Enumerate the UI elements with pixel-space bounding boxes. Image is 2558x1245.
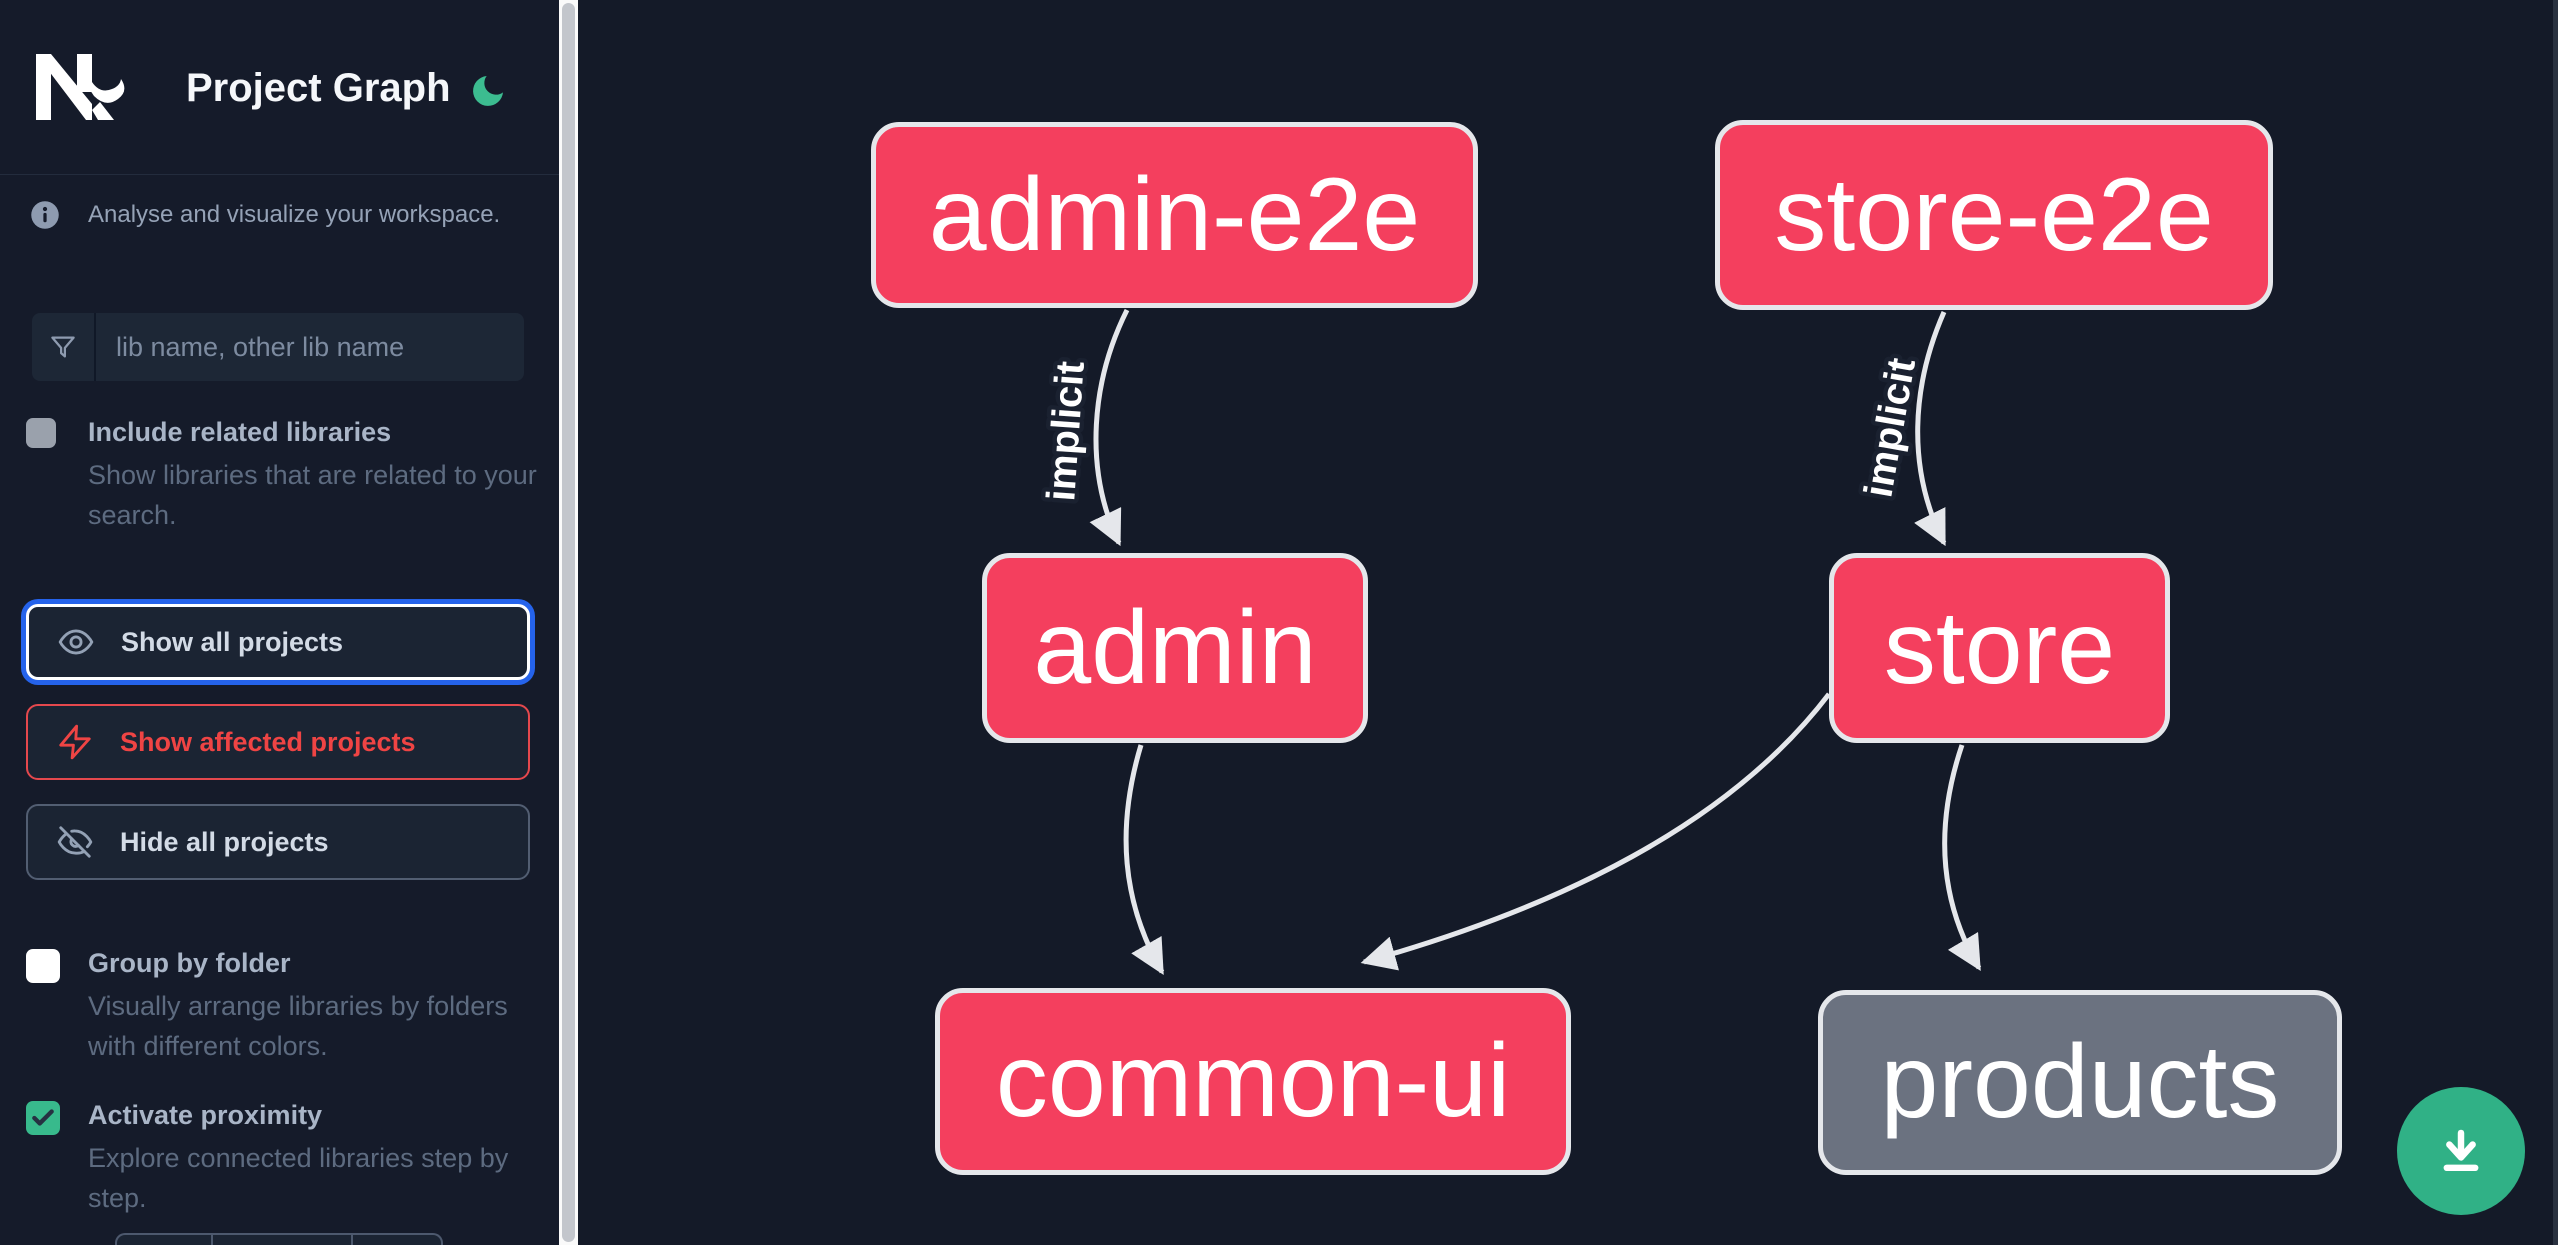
toggle-description: Show libraries that are related to your … xyxy=(88,460,537,530)
canvas-right-border xyxy=(2553,0,2558,1245)
info-icon xyxy=(31,201,59,229)
bolt-icon xyxy=(59,724,91,760)
depth-increment-segment[interactable] xyxy=(350,1235,441,1245)
toggle-label: Include related libraries xyxy=(88,417,392,447)
node-label: store xyxy=(1883,589,2116,706)
toggle-include-related: Include related libraries Show libraries… xyxy=(26,415,537,535)
proximity-depth-control[interactable] xyxy=(115,1233,443,1245)
eye-icon xyxy=(58,629,94,655)
button-label: Hide all projects xyxy=(120,826,329,857)
filter-funnel-icon xyxy=(32,313,96,381)
toggle-description: Explore connected libraries step by step… xyxy=(88,1143,509,1213)
page-title: Project Graph xyxy=(186,66,451,110)
check-icon xyxy=(32,1109,54,1126)
node-label: products xyxy=(1880,1024,2280,1140)
eye-off-icon xyxy=(57,826,93,858)
workspace-tagline: Analyse and visualize your workspace. xyxy=(30,200,500,230)
toggle-activate-proximity: Activate proximity Explore connected lib… xyxy=(26,1098,534,1218)
project-filter-field xyxy=(32,313,524,381)
sidebar-scrollbar xyxy=(559,0,578,1245)
moon-icon xyxy=(473,75,503,106)
node-label: store-e2e xyxy=(1774,156,2214,273)
checkbox-activate-proximity[interactable] xyxy=(26,1101,60,1135)
checkbox-group-by-folder[interactable] xyxy=(26,949,60,983)
tagline-text: Analyse and visualize your workspace. xyxy=(88,201,501,228)
sidebar-scrollbar-thumb[interactable] xyxy=(562,3,575,1242)
nx-logo-icon xyxy=(36,54,125,120)
download-graph-button[interactable] xyxy=(2397,1087,2525,1215)
show-affected-projects-button[interactable]: Show affected projects xyxy=(26,704,530,780)
download-icon xyxy=(2443,1129,2479,1172)
button-label: Show all projects xyxy=(121,626,344,657)
search-input[interactable] xyxy=(96,313,524,381)
node-label: admin xyxy=(1033,589,1317,706)
project-node-admin[interactable]: admin xyxy=(982,553,1368,743)
toggle-group-by-folder: Group by folder Visually arrange librari… xyxy=(26,946,534,1066)
sidebar-header: Project Graph xyxy=(0,0,560,175)
node-label: common-ui xyxy=(995,1023,1511,1139)
project-node-admin-e2e[interactable]: admin-e2e xyxy=(871,122,1478,308)
toggle-label: Activate proximity xyxy=(88,1100,323,1130)
toggle-description: Visually arrange libraries by folders wi… xyxy=(88,991,508,1061)
theme-toggle-button[interactable] xyxy=(466,70,510,114)
depth-value-segment xyxy=(211,1235,350,1245)
checkbox-include-related[interactable] xyxy=(26,418,56,448)
project-node-common-ui[interactable]: common-ui xyxy=(935,988,1571,1175)
show-all-projects-button[interactable]: Show all projects xyxy=(26,604,530,680)
project-node-products[interactable]: products xyxy=(1818,990,2342,1175)
project-node-store[interactable]: store xyxy=(1829,553,2170,743)
button-label: Show affected projects xyxy=(120,726,416,757)
toggle-label: Group by folder xyxy=(88,948,291,978)
sidebar: Project Graph Analyse and visualize your… xyxy=(0,0,560,1245)
node-label: admin-e2e xyxy=(928,156,1421,273)
project-node-store-e2e[interactable]: store-e2e xyxy=(1715,120,2273,310)
hide-all-projects-button[interactable]: Hide all projects xyxy=(26,804,530,880)
depth-decrement-segment[interactable] xyxy=(117,1235,211,1245)
